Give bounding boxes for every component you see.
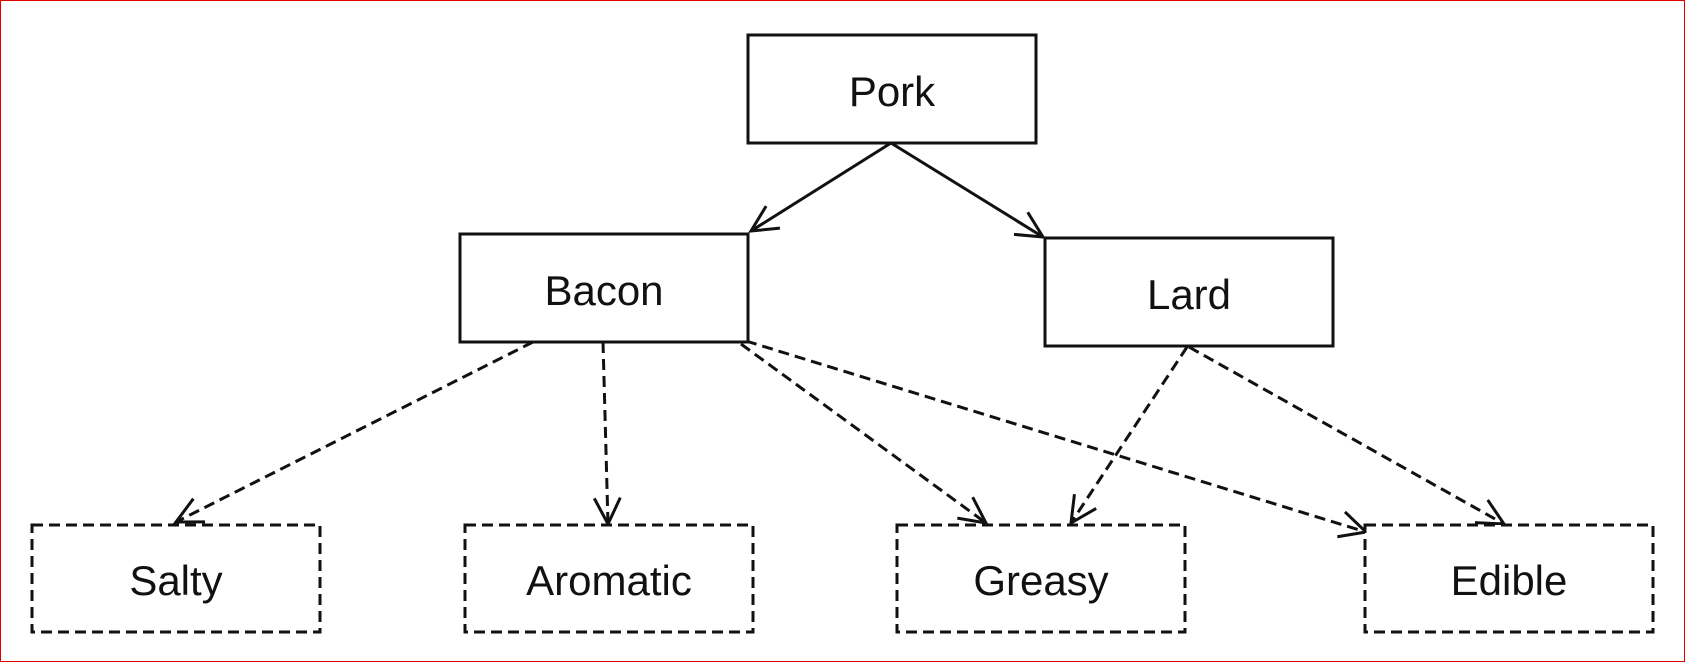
edge-bacon-to-greasy	[740, 342, 989, 525]
node-greasy: Greasy	[895, 523, 1187, 634]
edge-lard-to-edible	[1188, 345, 1507, 526]
node-bacon: Bacon	[458, 232, 750, 344]
node-greasy-label: Greasy	[973, 557, 1108, 604]
node-salty-label: Salty	[129, 557, 222, 604]
node-pork-label: Pork	[849, 68, 936, 115]
node-bacon-label: Bacon	[544, 267, 663, 314]
node-lard-label: Lard	[1147, 271, 1231, 318]
node-lard: Lard	[1043, 236, 1335, 348]
node-pork: Pork	[746, 33, 1038, 145]
edge-pork-to-lard	[890, 141, 1046, 239]
node-edible-label: Edible	[1451, 557, 1568, 604]
edge-bacon-to-edible	[745, 339, 1370, 539]
node-aromatic: Aromatic	[463, 523, 755, 634]
node-salty: Salty	[30, 523, 322, 634]
edge-pork-to-bacon	[748, 141, 892, 233]
node-aromatic-label: Aromatic	[526, 557, 692, 604]
node-edible: Edible	[1363, 523, 1655, 634]
edge-lard-to-greasy	[1069, 346, 1189, 526]
edge-bacon-to-salty	[173, 340, 534, 524]
edge-bacon-to-aromatic	[592, 341, 622, 528]
